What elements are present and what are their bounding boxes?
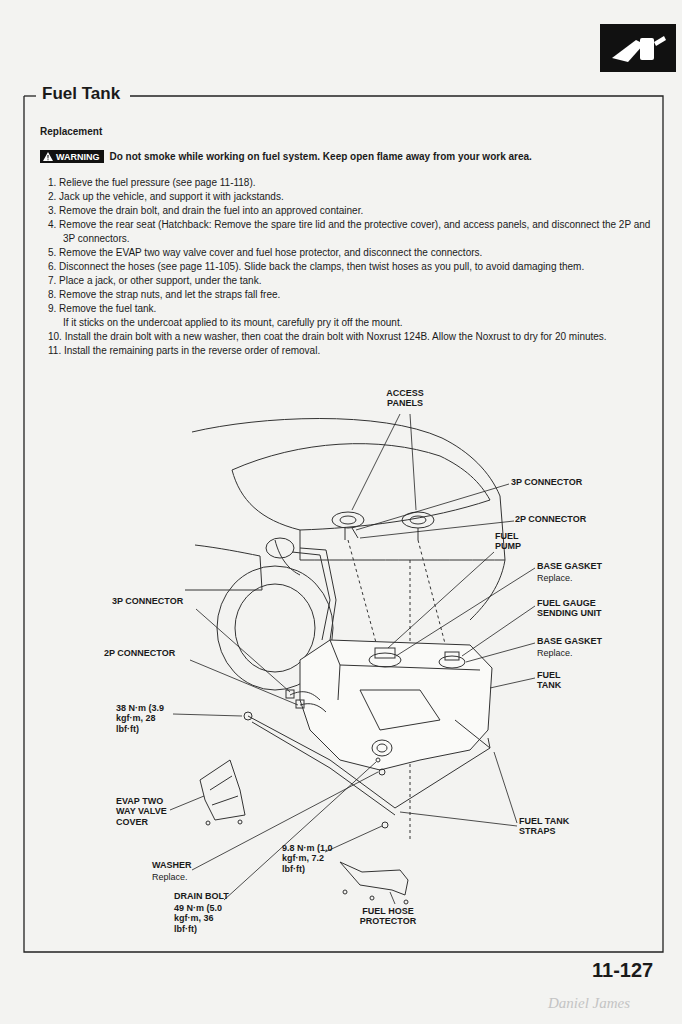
procedure-step: 8. Remove the strap nuts, and let the st…: [48, 288, 660, 302]
procedure-step: 5. Remove the EVAP two way valve cover a…: [48, 246, 660, 260]
procedure-step: 1. Relieve the fuel pressure (see page 1…: [48, 176, 660, 190]
procedure-step: 3. Remove the drain bolt, and drain the …: [48, 204, 660, 218]
callout-label: ACCESS PANELS: [368, 388, 442, 409]
procedure-step: 11. Install the remaining parts in the r…: [48, 344, 660, 358]
page-number: 11-127: [592, 958, 672, 982]
procedure-step: 7. Place a jack, or other support, under…: [48, 274, 660, 288]
callout-label: 2P CONNECTOR: [104, 648, 204, 658]
callout-label: WASHER: [152, 860, 212, 870]
callout-label: FUEL HOSE PROTECTOR: [352, 906, 424, 927]
callout-label: DRAIN BOLT: [174, 891, 244, 901]
callout-label: BASE GASKET: [537, 636, 647, 646]
callout-label: FUEL TANK STRAPS: [519, 816, 583, 837]
section-title: Fuel Tank: [38, 84, 126, 104]
warning-badge: WARNING: [40, 150, 104, 163]
note-text: Replace.: [152, 872, 212, 883]
torque-spec: 38 N·m (3.9 kgf·m, 28 lbf·ft): [116, 703, 172, 734]
procedure-step: 4. Remove the rear seat (Hatchback: Remo…: [48, 218, 660, 246]
callout-label: EVAP TWO WAY VALVE COVER: [116, 796, 170, 827]
warning-triangle: [42, 151, 54, 162]
subheading: Replacement: [40, 126, 240, 138]
procedure-step: 9. Remove the fuel tank.: [48, 302, 660, 316]
callout-label: BASE GASKET: [537, 561, 647, 571]
torque-spec: 49 N·m (5.0 kgf·m, 36 lbf·ft): [174, 903, 234, 934]
procedure-step: 6. Disconnect the hoses (see page 11-105…: [48, 260, 660, 274]
warning-text: Do not smoke while working on fuel syste…: [110, 151, 661, 163]
torque-spec: 9.8 N·m (1.0 kgf·m, 7.2 lbf·ft): [282, 843, 342, 874]
step-list: 1. Relieve the fuel pressure (see page 1…: [48, 176, 660, 358]
callout-label: FUEL GAUGE SENDING UNIT: [537, 598, 609, 619]
callout-label: 2P CONNECTOR: [515, 514, 625, 524]
procedure-step: 10. Install the drain bolt with a new wa…: [48, 330, 660, 344]
note-text: Replace.: [537, 573, 617, 584]
warning-word: WARNING: [56, 152, 100, 162]
watermark: Daniel James: [548, 994, 668, 1012]
callout-label: 3P CONNECTOR: [511, 477, 621, 487]
callout-label: FUEL TANK: [537, 670, 581, 691]
procedure-step: If it sticks on the undercoat applied to…: [48, 316, 660, 330]
callout-label: 3P CONNECTOR: [112, 596, 212, 606]
procedure-step: 2. Jack up the vehicle, and support it w…: [48, 190, 660, 204]
note-text: Replace.: [537, 648, 617, 659]
callout-label: FUEL PUMP: [495, 531, 535, 552]
